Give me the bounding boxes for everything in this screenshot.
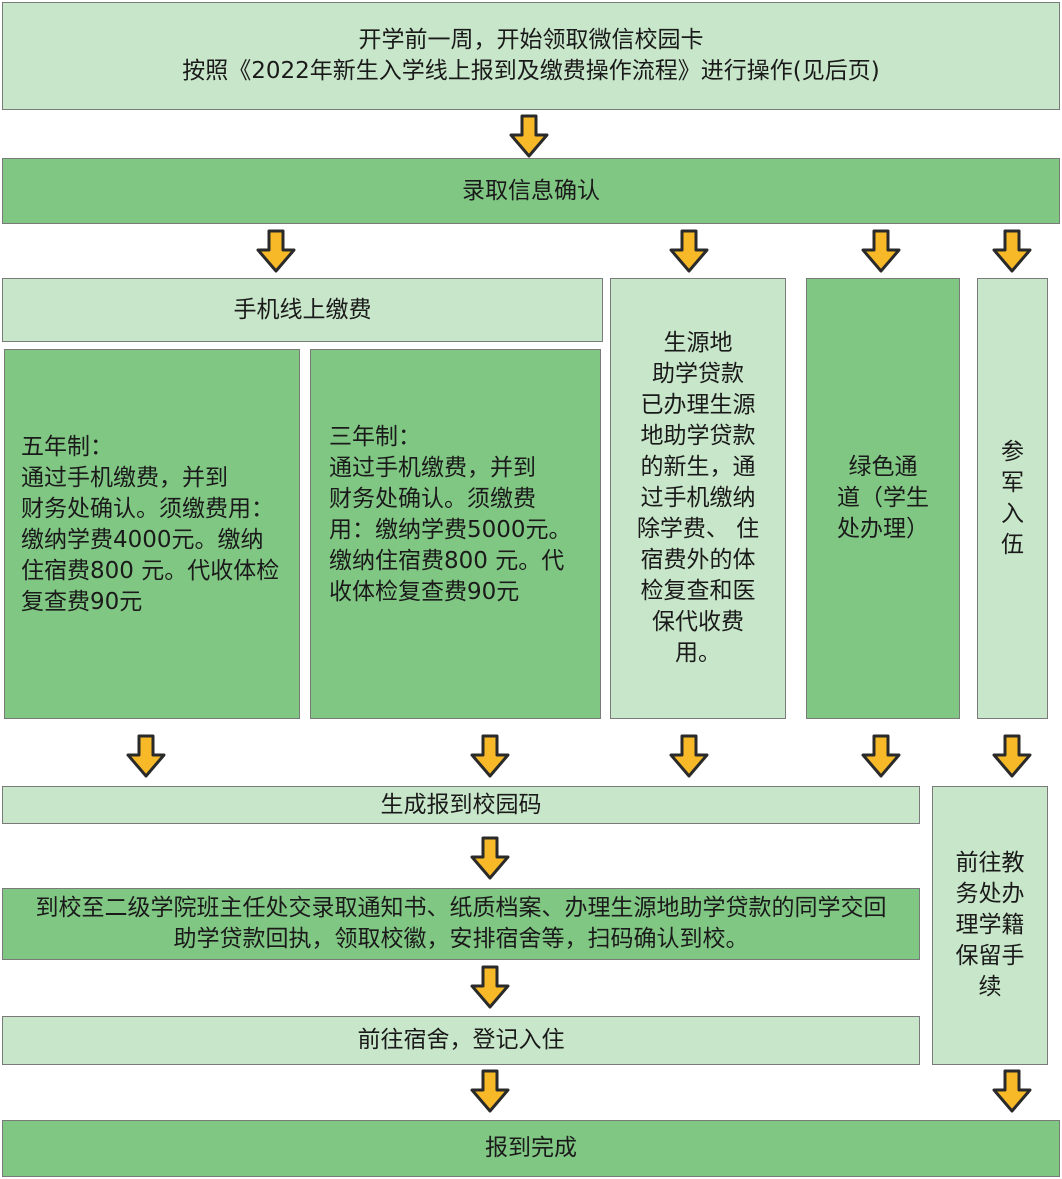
military-text: 参 军 入 伍 — [1001, 438, 1024, 558]
arrow-down-icon — [470, 734, 510, 778]
step-start-box: 开学前一周，开始领取微信校园卡 按照《2022年新生入学线上报到及缴费操作流程》… — [2, 2, 1060, 110]
report-school-line2: 助学贷款回执，领取校徽，安排宿舍等，扫码确认到校。 — [173, 926, 749, 952]
three-year-text: 三年制： 通过手机缴费，并到 财务处确认。须缴费 用：缴纳学费5000元。 缴纳… — [329, 424, 572, 605]
mobile-pay-label: 手机线上缴费 — [233, 296, 372, 323]
step-start-line2: 按照《2022年新生入学线上报到及缴费操作流程》进行操作(见后页) — [182, 58, 880, 84]
mobile-pay-box: 手机线上缴费 — [2, 278, 603, 342]
retain-status-text: 前往教 务处办 理学籍 保留手 续 — [955, 850, 1025, 1000]
report-school-line1: 到校至二级学院班主任处交录取通知书、纸质档案、办理生源地助学贷款的同学交回 — [35, 895, 887, 921]
report-school-box: 到校至二级学院班主任处交录取通知书、纸质档案、办理生源地助学贷款的同学交回 助学… — [2, 888, 920, 960]
step-confirm-label: 录取信息确认 — [462, 177, 600, 204]
military-box: 参 军 入 伍 — [977, 278, 1048, 719]
campus-code-box: 生成报到校园码 — [2, 786, 920, 824]
arrow-down-icon — [470, 1069, 510, 1113]
retain-status-box: 前往教 务处办 理学籍 保留手 续 — [932, 786, 1048, 1065]
arrow-down-icon — [669, 734, 709, 778]
arrow-down-icon — [861, 734, 901, 778]
five-year-box: 五年制： 通过手机缴费，并到 财务处确认。须缴费用： 缴纳学费4000元。缴纳 … — [4, 349, 300, 719]
complete-label: 报到完成 — [485, 1135, 577, 1161]
arrow-down-icon — [992, 229, 1032, 273]
dorm-box: 前往宿舍，登记入住 — [2, 1016, 920, 1065]
arrow-down-icon — [861, 229, 901, 273]
green-channel-box: 绿色通 道（学生 处办理） — [806, 278, 960, 719]
arrow-down-icon — [509, 114, 549, 158]
arrow-down-icon — [256, 229, 296, 273]
arrow-down-icon — [992, 734, 1032, 778]
arrow-down-icon — [470, 836, 510, 880]
student-loan-box: 生源地 助学贷款 已办理生源 地助学贷款 的新生，通 过手机缴纳 除学费、 住 … — [610, 278, 786, 719]
five-year-text: 五年制： 通过手机缴费，并到 财务处确认。须缴费用： 缴纳学费4000元。缴纳 … — [21, 434, 280, 615]
campus-code-label: 生成报到校园码 — [380, 791, 542, 818]
step-start-line1: 开学前一周，开始领取微信校园卡 — [358, 27, 704, 53]
green-channel-text: 绿色通 道（学生 处办理） — [837, 454, 929, 542]
dorm-label: 前往宿舍，登记入住 — [357, 1027, 565, 1053]
student-loan-text: 生源地 助学贷款 已办理生源 地助学贷款 的新生，通 过手机缴纳 除学费、 住 … — [636, 330, 760, 666]
arrow-down-icon — [470, 965, 510, 1009]
arrow-down-icon — [992, 1069, 1032, 1113]
three-year-box: 三年制： 通过手机缴费，并到 财务处确认。须缴费 用：缴纳学费5000元。 缴纳… — [310, 349, 601, 719]
arrow-down-icon — [669, 229, 709, 273]
step-confirm-box: 录取信息确认 — [2, 158, 1060, 224]
complete-box: 报到完成 — [2, 1120, 1060, 1177]
arrow-down-icon — [126, 734, 166, 778]
